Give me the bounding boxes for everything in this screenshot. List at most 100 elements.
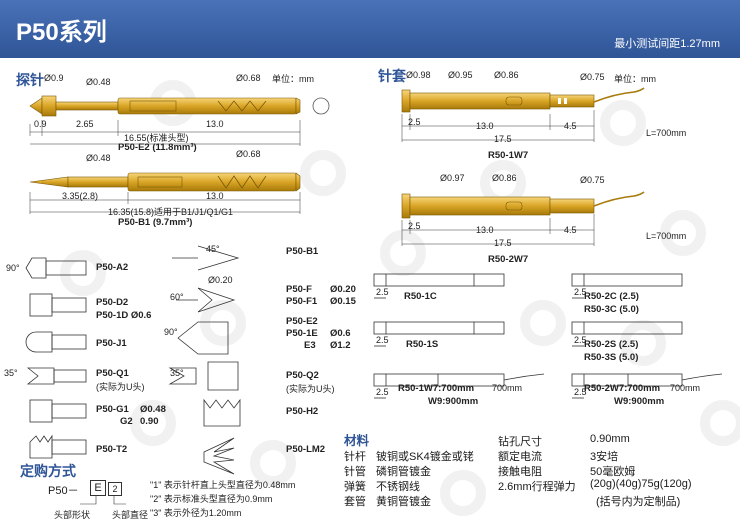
order-title: 定购方式	[20, 463, 76, 479]
head-1e-label: P50-1E	[286, 328, 318, 339]
f-top-diam: Ø0.20	[208, 275, 233, 285]
probe-b1-drawing	[29, 172, 301, 214]
min-pitch-label: 最小测试间距1.27mm	[614, 38, 720, 50]
spec-note: (括号内为定制品)	[596, 496, 681, 508]
e2-d1: Ø0.48	[86, 77, 111, 87]
head-1d-label: P50-1D Ø0.6	[96, 310, 152, 321]
order-note-3: "3" 表示外径为1.20mm	[150, 508, 242, 518]
r2-wire: L=700mm	[646, 231, 687, 241]
head-q2-label: P50-Q2	[286, 370, 319, 381]
e2-name: P50-E2 (11.8mm³)	[118, 142, 197, 153]
r1-dim-b: 13.0	[476, 121, 494, 131]
probe-end-circle	[312, 97, 330, 115]
order-code-prefix: P50－	[48, 485, 79, 497]
g2-value: 0.90	[140, 416, 159, 427]
order-note-1: "1" 表示针杆直上头型直径为0.48mm	[150, 480, 296, 490]
order-box-head: E	[90, 480, 106, 496]
s4-dim: 2.5	[574, 335, 587, 345]
s6-name2: W9:900mm	[614, 396, 665, 407]
e2-d2: Ø0.68	[236, 73, 261, 83]
mat-v0: 铍铜或SK4镀金或铑	[376, 451, 474, 463]
r1-dim-c: 4.5	[564, 121, 577, 131]
r1-d1: Ø0.98	[406, 70, 431, 80]
r2-name: R50-2W7	[488, 254, 529, 265]
s2-name2: R50-3C (5.0)	[584, 304, 639, 315]
s4-name: R50-2S (2.5)	[584, 339, 639, 350]
spec-v3: (20g)(40g)75g(120g)	[590, 478, 692, 490]
spec-v1: 3安培	[590, 451, 619, 463]
head-h2-label: P50-H2	[286, 406, 319, 417]
s5-dim: 2.5	[376, 387, 389, 397]
s1-dim: 2.5	[376, 287, 389, 297]
head-q1-note: (实际为U头)	[96, 382, 145, 392]
materials-title: 材料	[344, 434, 370, 448]
b1-dim-c: 13.0	[206, 191, 224, 201]
mat-k0: 针杆	[344, 451, 366, 463]
probe-section-title: 探针	[16, 72, 44, 88]
r1-total: 17.5	[494, 134, 512, 144]
sleeve-r2-drawing	[401, 191, 645, 246]
s5-name2: W9:900mm	[428, 396, 479, 407]
head-q2-note: (实际为U头)	[286, 384, 335, 394]
a2-angle: 90°	[6, 263, 20, 273]
f-value: Ø0.20	[330, 284, 356, 295]
r1-d3: Ø0.86	[494, 70, 519, 80]
b1-total: 16.35(15.8)适用于B1/J1/Q1/G1	[108, 207, 234, 217]
r1-d2: Ø0.95	[448, 70, 473, 80]
e2-dim-c: 13.0	[206, 119, 224, 129]
spec-k0: 钻孔尺寸	[498, 436, 542, 448]
head-g2-label: G2	[120, 416, 133, 427]
r2-d2: Ø0.86	[492, 173, 517, 183]
head-shapes-left	[25, 257, 87, 459]
r1-dim-a: 2.5	[408, 117, 421, 127]
s2-dim: 2.5	[574, 287, 587, 297]
q2-angle: 35°	[170, 368, 184, 378]
s5-name: R50-1W7:700mm	[398, 383, 475, 394]
mat-k2: 弹簧	[344, 481, 366, 493]
r1-d4: Ø0.75	[580, 72, 605, 82]
probe-unit-label: 单位：mm	[272, 74, 314, 84]
b1-d1: Ø0.48	[86, 153, 111, 163]
r2-dim-c: 4.5	[564, 225, 577, 235]
s6-wire: 700mm	[670, 383, 701, 393]
s2-name: R50-2C (2.5)	[584, 291, 639, 302]
mat-k1: 针管	[344, 466, 366, 478]
head-e3-label: E3	[304, 340, 316, 351]
order-box-diam: 2	[108, 482, 122, 496]
spec-k2: 接触电阻	[498, 466, 542, 478]
order-label-diam: 头部直径	[112, 510, 149, 520]
s6-dim: 2.5	[574, 387, 587, 397]
order-leader-lines	[80, 496, 126, 505]
header-bar: P50系列 最小测试间距1.27mm	[0, 0, 740, 58]
head-shapes-right	[168, 245, 241, 475]
head-f-label: P50-F	[286, 284, 312, 295]
spec-k3: 2.6mm行程弹力	[498, 481, 576, 493]
head-lm2-label: P50-LM2	[286, 444, 326, 455]
mat-v2: 不锈钢线	[376, 481, 420, 493]
order-label-head: 头部形状	[54, 510, 91, 520]
page-title: P50系列	[16, 19, 107, 46]
spec-v0: 0.90mm	[590, 433, 630, 445]
e-value2: Ø1.2	[330, 340, 351, 351]
f-angle: 60°	[170, 292, 184, 302]
r2-d3: Ø0.75	[580, 175, 605, 185]
spec-v2: 50毫欧姆	[590, 466, 636, 478]
mat-k3: 套管	[344, 496, 366, 508]
f1-value: Ø0.15	[330, 296, 356, 307]
s1-name: R50-1C	[404, 291, 437, 302]
s4-name2: R50-3S (5.0)	[584, 352, 639, 363]
head-d2-label: P50-D2	[96, 297, 129, 308]
b1-d2: Ø0.68	[236, 149, 261, 159]
s6-name: R50-2W7:700mm	[584, 383, 661, 394]
e-value1: Ø0.6	[330, 328, 351, 339]
small-sleeves	[373, 273, 723, 399]
b1-angle: 45°	[206, 244, 220, 254]
g1-value: Ø0.48	[140, 404, 166, 415]
r2-total: 17.5	[494, 238, 512, 248]
r1-wire: L=700mm	[646, 128, 687, 138]
s5-wire: 700mm	[492, 383, 523, 393]
sleeve-unit-label: 单位：mm	[614, 74, 656, 84]
q1-angle: 35°	[4, 368, 18, 378]
head-f1-label: P50-F1	[286, 296, 318, 307]
head-q1-label: P50-Q1	[96, 368, 129, 379]
